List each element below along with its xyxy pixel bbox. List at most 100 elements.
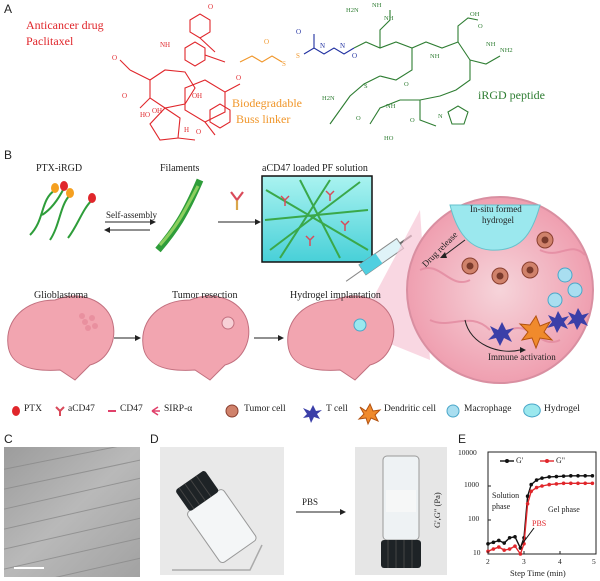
svg-text:O: O — [410, 117, 415, 124]
chart-ylabel: G',G" (Pa) — [432, 492, 442, 528]
legend-hydrogel: Hydrogel — [544, 404, 580, 414]
filaments-label: Filaments — [160, 163, 200, 174]
drug-label-line1: Anticancer drug — [26, 18, 104, 32]
legend-g-prime-marker-dot — [505, 459, 509, 463]
legend-cd47: CD47 — [120, 404, 143, 414]
upright-vial — [381, 455, 421, 568]
panel-b-label: B — [4, 148, 13, 162]
svg-text:O: O — [296, 28, 301, 36]
svg-text:S: S — [282, 60, 286, 68]
legend-t-cell: T cell — [326, 404, 348, 414]
chart-ytick-3: 10 — [473, 548, 481, 557]
chart-xtick-0: 2 — [486, 557, 490, 566]
legend-icons — [12, 402, 541, 426]
svg-text:NH2: NH2 — [500, 47, 513, 54]
chart-ytick-1: 1000 — [464, 480, 479, 489]
svg-text:HO: HO — [384, 135, 394, 142]
g-prime-point — [534, 478, 539, 482]
svg-text:HO: HO — [140, 111, 150, 119]
tumor-resection-label: Tumor resection — [172, 290, 238, 301]
chart-legend-g2: G" — [556, 456, 566, 465]
svg-text:H2N: H2N — [346, 7, 359, 14]
svg-text:N: N — [340, 42, 345, 50]
linker-label-line1: Biodegradable — [232, 96, 302, 110]
svg-text:O: O — [352, 52, 357, 60]
g-prime-point — [513, 535, 517, 539]
chart-xtick-3: 5 — [592, 557, 596, 566]
chart-xtick-2: 4 — [558, 557, 562, 566]
svg-text:O: O — [356, 115, 361, 122]
g-double-prime-point — [554, 482, 559, 486]
svg-text:O: O — [196, 128, 201, 136]
g-prime-point — [525, 494, 530, 499]
dendritic-and-t-cells — [488, 308, 589, 350]
svg-text:O: O — [122, 92, 127, 100]
ptx-irgd-monomers — [29, 181, 96, 241]
svg-text:OH: OH — [152, 107, 162, 115]
g-prime-point — [583, 473, 587, 478]
g-double-prime-point — [540, 484, 544, 488]
svg-text:O: O — [404, 81, 409, 88]
g-prime-point — [561, 474, 566, 478]
svg-text:O: O — [236, 74, 241, 82]
svg-text:O: O — [264, 38, 269, 46]
drug-label-line2: Paclitaxel — [26, 34, 74, 48]
chart-xlabel: Step Time (min) — [510, 568, 566, 578]
legend-ptx: PTX — [24, 404, 42, 414]
svg-text:NH: NH — [386, 103, 396, 110]
g-double-prime-point — [534, 485, 539, 490]
g-prime-point — [540, 476, 544, 480]
chart-ytick-2: 100 — [468, 514, 480, 523]
panel-d-label: D — [150, 432, 159, 446]
linker-label-line2: Buss linker — [236, 112, 291, 126]
tilted-vial — [172, 471, 263, 571]
svg-text:H2N: H2N — [322, 95, 335, 102]
pbs-arrow — [520, 527, 535, 546]
g-prime-point — [554, 474, 559, 479]
g-prime-point — [518, 546, 523, 550]
legend-g-double-prime-marker-dot — [545, 459, 549, 463]
chart-xtick-1: 3 — [522, 557, 526, 566]
chart-frame — [487, 451, 597, 555]
legend-dendritic-cell: Dendritic cell — [384, 404, 436, 414]
svg-text:OH: OH — [470, 11, 480, 18]
hydrogel-implantation-label: Hydrogel implantation — [290, 290, 381, 301]
g-prime-point — [576, 473, 580, 478]
brain-implantation — [287, 295, 395, 381]
schematic-illustration — [7, 175, 594, 384]
g-prime-point — [491, 540, 496, 545]
g-double-prime-point — [497, 545, 501, 549]
ptx-irgd-label: PTX-iRGD — [36, 163, 83, 174]
g-double-prime-point — [576, 481, 580, 486]
g-prime-point — [486, 541, 490, 546]
g-double-prime-point — [529, 489, 533, 494]
g-prime-point — [590, 473, 595, 478]
panel-a-label: A — [4, 2, 13, 16]
g-prime-point — [497, 538, 501, 543]
panel-c-label: C — [4, 432, 13, 446]
glioblastoma-label: Glioblastoma — [34, 290, 88, 301]
svg-text:NH: NH — [384, 15, 394, 22]
peptide-label: iRGD peptide — [478, 88, 545, 102]
g-double-prime-point — [518, 552, 523, 556]
legend-acd47: aCD47 — [68, 404, 95, 414]
g-prime-point — [507, 535, 512, 540]
svg-text:H: H — [184, 126, 189, 134]
svg-text:N: N — [320, 42, 325, 50]
in-situ-label-1: In-situ formed — [470, 204, 522, 214]
svg-text:N: N — [438, 113, 443, 120]
chart-pbs-label: PBS — [532, 519, 547, 528]
legend-tumor-cell: Tumor cell — [244, 404, 286, 414]
svg-text:OH: OH — [192, 92, 202, 100]
panel-e-label: E — [458, 432, 467, 446]
svg-text:O: O — [112, 54, 117, 62]
g-double-prime-point — [507, 547, 512, 551]
chart-legend-g1: G' — [516, 456, 524, 465]
brain-glioblastoma — [7, 295, 115, 381]
legend-sirp: SIRP-α — [164, 404, 193, 414]
svg-text:O: O — [478, 23, 483, 30]
svg-text:S: S — [296, 52, 300, 60]
antibody-icon-arrow — [230, 191, 244, 210]
